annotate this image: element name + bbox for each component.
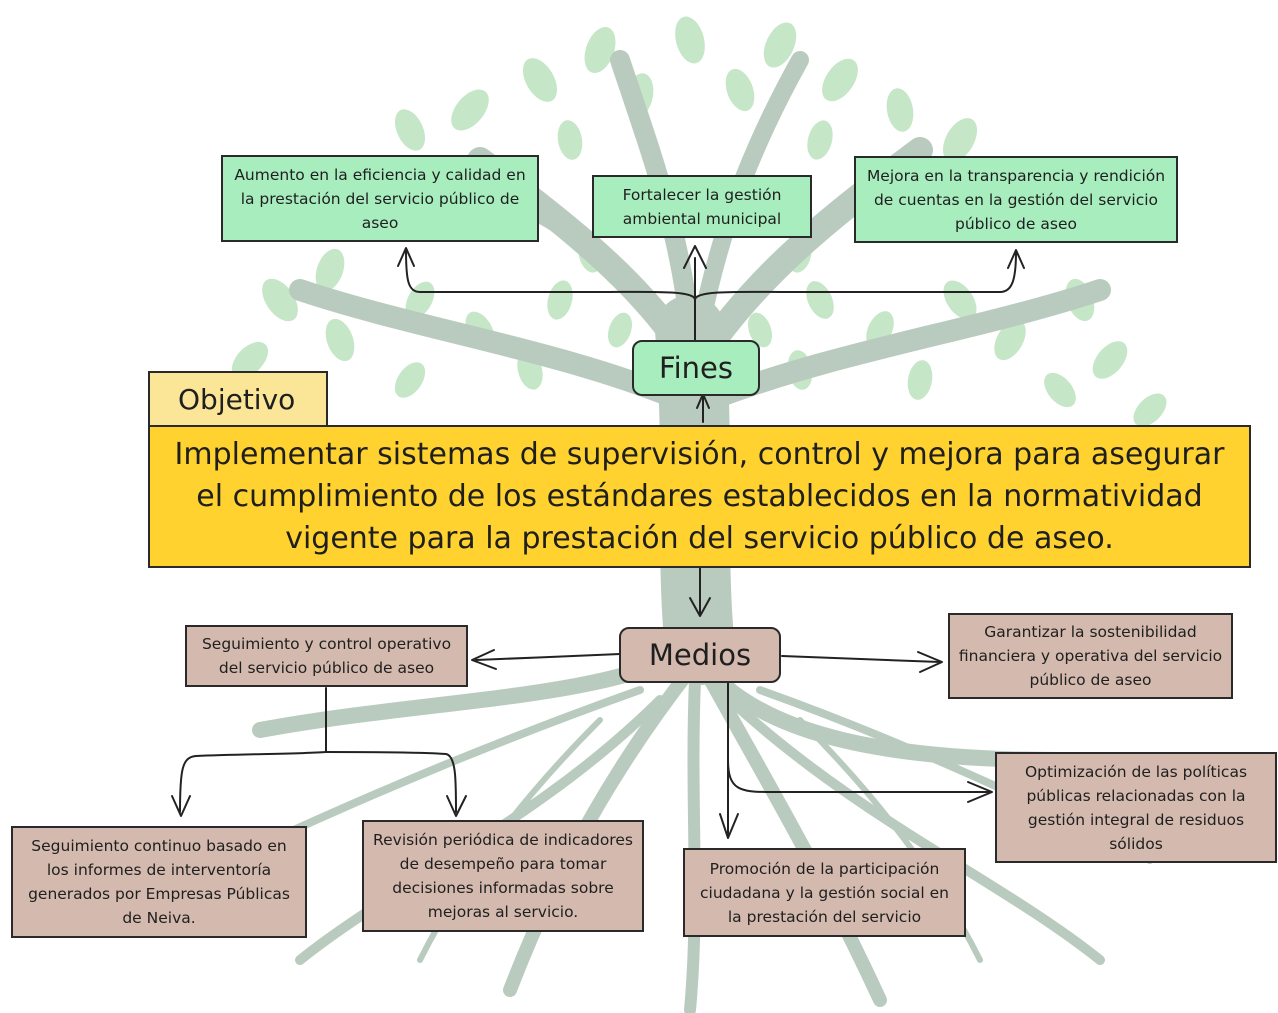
sub-medio-text-interventoria: Seguimiento continuo basado en los infor… xyxy=(28,837,290,927)
medio-text-politicas: Optimización de las políticas públicas r… xyxy=(1024,762,1248,853)
medio-text-seguimiento-control: Seguimiento y control operativo del serv… xyxy=(201,635,452,677)
fines-label: Fines xyxy=(659,351,733,385)
fin-box-transparency: Mejora en la transparencia y rendición d… xyxy=(854,156,1178,243)
medio-box-sostenibilidad: Garantizar la sostenibilidad financiera … xyxy=(948,613,1233,699)
medio-text-sostenibilidad: Garantizar la sostenibilidad financiera … xyxy=(958,623,1223,689)
fin-text-efficiency: Aumento en la eficiencia y calidad en la… xyxy=(234,165,526,232)
fines-label-box: Fines xyxy=(632,340,760,396)
objetivo-label-box: Objetivo xyxy=(148,371,328,427)
medio-text-participacion: Promoción de la participación ciudadana … xyxy=(700,859,949,926)
fin-text-transparency: Mejora en la transparencia y rendición d… xyxy=(866,166,1166,233)
medio-box-seguimiento-control: Seguimiento y control operativo del serv… xyxy=(185,625,468,687)
fin-box-efficiency: Aumento en la eficiencia y calidad en la… xyxy=(221,155,539,242)
objetivo-text: Implementar sistemas de supervisión, con… xyxy=(174,436,1225,556)
medio-box-politicas: Optimización de las políticas públicas r… xyxy=(995,752,1277,863)
sub-medio-box-interventoria: Seguimiento continuo basado en los infor… xyxy=(11,826,307,938)
objetivo-text-box: Implementar sistemas de supervisión, con… xyxy=(148,425,1251,568)
medio-box-participacion: Promoción de la participación ciudadana … xyxy=(683,848,966,937)
sub-medio-text-indicadores: Revisión periódica de indicadores de des… xyxy=(373,831,633,921)
medios-label: Medios xyxy=(648,638,752,672)
medios-label-box: Medios xyxy=(619,627,781,683)
objetivo-label: Objetivo xyxy=(178,382,296,416)
fin-box-environmental: Fortalecer la gestión ambiental municipa… xyxy=(592,175,812,238)
fin-text-environmental: Fortalecer la gestión ambiental municipa… xyxy=(622,185,782,228)
sub-medio-box-indicadores: Revisión periódica de indicadores de des… xyxy=(362,820,644,932)
